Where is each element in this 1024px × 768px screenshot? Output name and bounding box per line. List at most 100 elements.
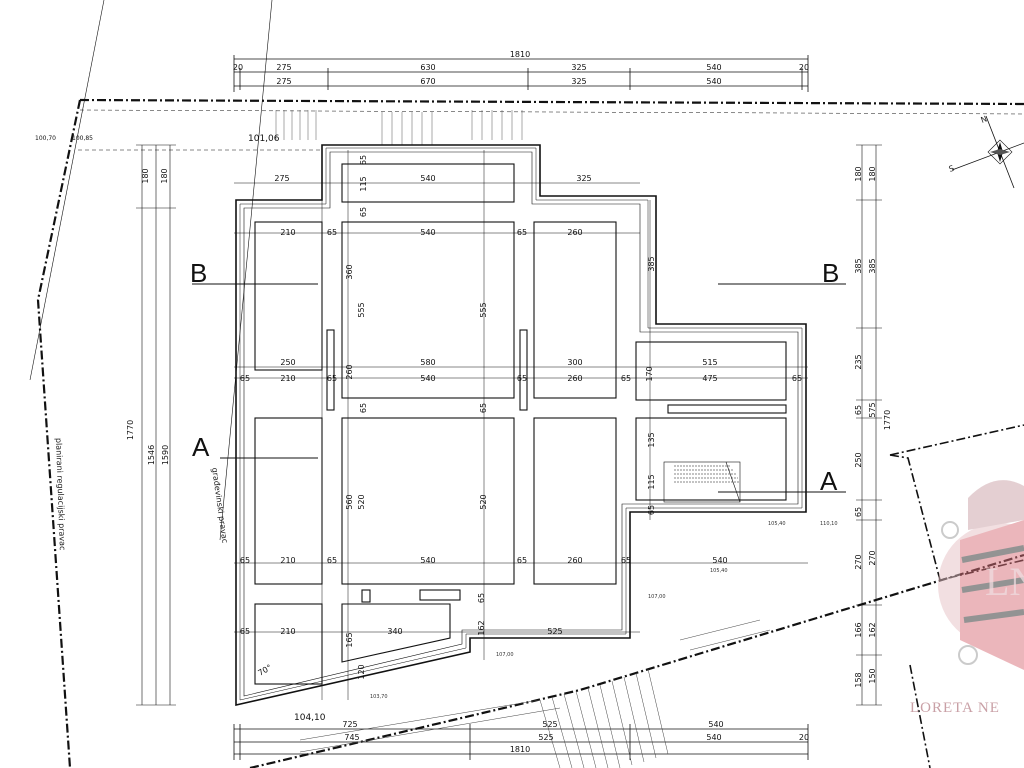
int-vert-6: 555 xyxy=(479,302,488,317)
top-dim-r2-0: 275 xyxy=(276,77,291,86)
int-vert-19: 170 xyxy=(645,366,654,381)
row-last-2: 340 xyxy=(387,627,402,636)
right-dimension-chain xyxy=(856,144,882,706)
elevation-e1: 100,70 xyxy=(35,135,56,142)
row-bottom-6: 65 xyxy=(621,556,631,565)
row-bottom-1: 210 xyxy=(280,556,295,565)
bottom-dim-r1-2: 540 xyxy=(708,720,723,729)
right-dim-outer-7: 166 xyxy=(854,622,863,637)
row-mid2-0: 65 xyxy=(240,374,250,383)
section-a-left: A xyxy=(192,432,210,462)
top-dim-r1-2: 630 xyxy=(420,63,435,72)
bottom-total-dim: 1810 xyxy=(510,745,530,754)
row-mid1-3: 515 xyxy=(702,358,717,367)
bottom-dim-r1-0: 725 xyxy=(342,720,357,729)
level-5: 103,70 xyxy=(370,694,388,700)
right-dim-outer-6: 270 xyxy=(854,554,863,569)
int-vert-5: 555 xyxy=(357,302,366,317)
row-mid2-4: 65 xyxy=(517,374,527,383)
level-2: 105,40 xyxy=(710,568,728,574)
row-mid1-1: 580 xyxy=(420,358,435,367)
bottom-dimension-chain xyxy=(233,724,809,760)
int-vert-20: 65 xyxy=(477,593,486,603)
int-vert-18: 162 xyxy=(477,620,486,635)
left-dim-outer-1: 1770 xyxy=(126,420,135,440)
int-vert-17: 120 xyxy=(357,664,366,679)
entrance-steps xyxy=(275,110,523,145)
row-mid2-5: 260 xyxy=(567,374,582,383)
right-dim-outer-4: 250 xyxy=(854,452,863,467)
left-dim-inner-2: 1590 xyxy=(161,445,170,465)
row-a-3: 65 xyxy=(517,228,527,237)
int-vert-16: 165 xyxy=(345,632,354,647)
elevation-e3: 101,06 xyxy=(248,134,280,144)
row-bottom-5: 260 xyxy=(567,556,582,565)
row-a-4: 260 xyxy=(567,228,582,237)
row-bottom-3: 540 xyxy=(420,556,435,565)
top-dimension-chain xyxy=(233,55,809,92)
int-vert-10: 560 xyxy=(345,494,354,509)
row-mid2-2: 65 xyxy=(327,374,337,383)
right-dim-outer-2: 235 xyxy=(854,354,863,369)
bottom-dim-r2-0: 745 xyxy=(344,733,359,742)
interior-stairs xyxy=(663,461,741,503)
regulation-line-label: planirani regulacijski pravac xyxy=(54,438,67,551)
watermark-text: LORETA NE xyxy=(910,700,1000,716)
row-a-2: 540 xyxy=(420,228,435,237)
watermark-logo xyxy=(938,480,1024,670)
bottom-dim-r1-1: 525 xyxy=(542,720,557,729)
top-dim-r2-1: 670 xyxy=(420,77,435,86)
int-dim-top-1: 540 xyxy=(420,174,435,183)
bottom-dim-r2-2: 540 xyxy=(706,733,721,742)
int-vert-1: 115 xyxy=(359,176,368,191)
right-dim-inner-3: 1770 xyxy=(883,410,892,430)
row-bottom-4: 65 xyxy=(517,556,527,565)
row-bottom-2: 65 xyxy=(327,556,337,565)
row-mid2-1: 210 xyxy=(280,374,295,383)
exterior-stairs-bottom xyxy=(299,619,771,768)
int-vert-0: 65 xyxy=(359,155,368,165)
int-vert-9: 65 xyxy=(479,403,488,413)
row-mid1-0: 250 xyxy=(280,358,295,367)
int-vert-14: 115 xyxy=(647,474,656,489)
section-b-right: B xyxy=(822,258,839,288)
top-total-dim: 1810 xyxy=(510,50,530,59)
row-mid2-6: 65 xyxy=(621,374,631,383)
north-arrow-icon xyxy=(951,115,1024,189)
right-dim-outer-3: 65 xyxy=(854,405,863,415)
top-dim-r2-2: 325 xyxy=(571,77,586,86)
section-b-left: B xyxy=(190,258,207,288)
right-dim-inner-5: 162 xyxy=(868,622,877,637)
int-vert-3: 385 xyxy=(647,256,656,271)
right-dim-inner-2: 575 xyxy=(868,402,877,417)
row-bottom-7: 540 xyxy=(712,556,727,565)
top-dim-r1-1: 275 xyxy=(276,63,291,72)
row-last-0: 65 xyxy=(240,627,250,636)
elevation-e4: 104,10 xyxy=(294,713,326,723)
int-vert-13: 135 xyxy=(647,432,656,447)
right-dim-inner-0: 180 xyxy=(868,166,877,181)
int-vert-8: 65 xyxy=(359,403,368,413)
angle-label: 70° xyxy=(257,663,274,678)
top-dim-r1-0: 20 xyxy=(233,63,243,72)
top-dim-r1-3: 325 xyxy=(571,63,586,72)
row-last-3: 525 xyxy=(547,627,562,636)
int-vert-4: 360 xyxy=(345,264,354,279)
row-bottom-0: 65 xyxy=(240,556,250,565)
row-mid2-8: 65 xyxy=(792,374,802,383)
row-a-0: 210 xyxy=(280,228,295,237)
compass-s: S xyxy=(948,164,956,174)
int-dim-top-0: 275 xyxy=(274,174,289,183)
bottom-dim-r2-3: 20 xyxy=(799,733,809,742)
row-last-1: 210 xyxy=(280,627,295,636)
building-line-label: građevinski pravac xyxy=(210,467,230,544)
right-dim-outer-1: 385 xyxy=(854,258,863,273)
right-dim-outer-8: 150 xyxy=(868,668,877,683)
right-dim-inner-4: 270 xyxy=(868,550,877,565)
top-dim-r2-3: 540 xyxy=(706,77,721,86)
row-mid2-3: 540 xyxy=(420,374,435,383)
top-dim-r1-5: 20 xyxy=(799,63,809,72)
section-lines xyxy=(192,283,846,493)
level-0: 105,40 xyxy=(768,521,786,527)
